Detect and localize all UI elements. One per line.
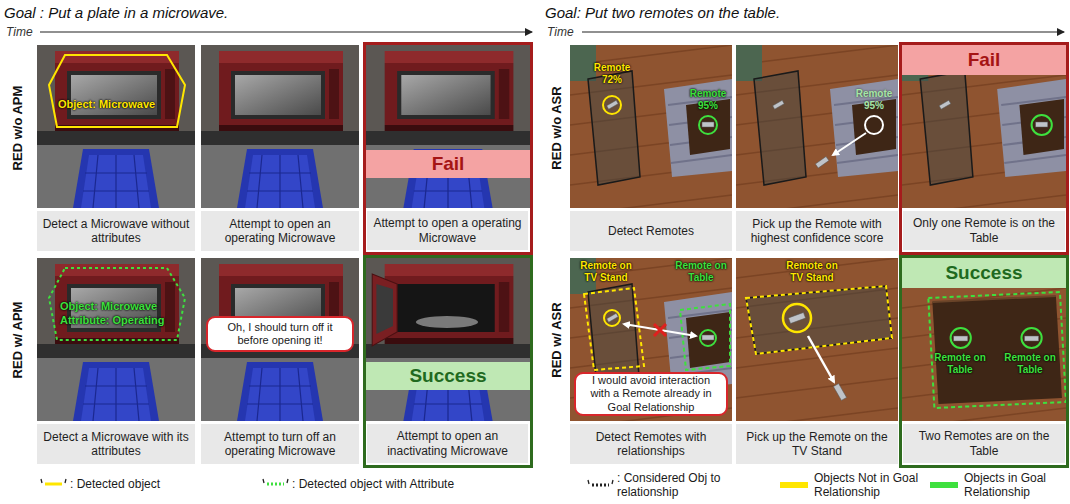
detection-tag: Remote 95% — [686, 88, 730, 111]
object-tag: Object: Microwave — [60, 300, 157, 312]
row-label: RED w/o ASR — [549, 48, 565, 208]
node-text: Fail — [432, 153, 465, 175]
caption-box: Attempt to open an inactivating Microwav… — [367, 424, 528, 463]
node-text: Pick up the Remote on the TV Stand — [740, 430, 894, 459]
speech-bubble: Oh, I should turn off it before opening … — [206, 316, 354, 352]
node-text: Success — [409, 365, 486, 387]
detection-tag: Remote 72% — [590, 62, 634, 85]
caption-box: Detect a Microwave without attributes — [37, 211, 195, 251]
relation-tag: Remote on Table — [1003, 352, 1057, 375]
caption-box: Detect Remotes — [570, 211, 732, 251]
node-text: I would avoid interaction with a Remote … — [582, 374, 720, 414]
caption-box: Attempt to open an operating Microwave — [201, 211, 359, 251]
fail-banner: Fail — [366, 150, 530, 178]
node-text: Only one Remote is on the Table — [907, 216, 1061, 245]
relation-tag: Remote on TV Stand — [574, 260, 638, 283]
node-text: Detect a Microwave without attributes — [41, 217, 191, 246]
goal-title: Goal : Put a plate in a microwave. — [4, 4, 228, 21]
caption-box: Attempt to turn off an operating Microwa… — [201, 424, 359, 464]
object-tag: Object: Microwave — [58, 98, 155, 110]
caption-box: Attempt to open a operating Microwave — [367, 211, 528, 250]
legend-text: Objects Not in Goal Relationship — [814, 471, 926, 499]
legend-swatch — [780, 482, 808, 488]
node-text: Detect Remotes with relationships — [574, 430, 728, 459]
row-label: RED w/ ASR — [549, 260, 565, 420]
node-text: Attempt to open an inactivating Microwav… — [371, 429, 524, 458]
caption-box: Detect a Microwave with its attributes — [37, 424, 195, 464]
row-label: RED w/ APM — [10, 260, 26, 420]
attribute-tag: Attribute: Operating — [60, 314, 165, 326]
row-label: RED w/o APM — [10, 48, 26, 208]
success-banner: Success — [366, 362, 530, 390]
legend-text: : Detected object with Attribute — [292, 477, 522, 491]
node-text: Two Remotes are on the Table — [907, 429, 1061, 458]
legend-swatch — [930, 482, 958, 488]
node-text: Pick up the Remote with highest confiden… — [740, 217, 894, 246]
relation-tag: Remote on Table — [672, 260, 730, 283]
caption-box: Two Remotes are on the Table — [903, 424, 1065, 463]
caption-box: Only one Remote is on the Table — [903, 211, 1065, 250]
node-text: Oh, I should turn off it before opening … — [214, 321, 346, 347]
node-text: Fail — [968, 49, 1001, 71]
node-text: Detect Remotes — [608, 224, 694, 238]
relation-tag: Remote on TV Stand — [780, 260, 844, 283]
node-text: Attempt to open a operating Microwave — [371, 216, 524, 245]
legend-text: : Detected object — [70, 477, 255, 491]
goal-title: Goal: Put two remotes on the table. — [545, 4, 780, 21]
detection-tag: Remote 95% — [852, 88, 896, 111]
node-text: Attempt to open an operating Microwave — [205, 217, 355, 246]
legend-text: : Considered Obj to relationship — [617, 471, 737, 499]
legend-text: Objects in Goal Relationship — [964, 471, 1068, 499]
relation-tag: Remote on Table — [933, 352, 987, 375]
node-text: Detect a Microwave with its attributes — [41, 430, 191, 459]
time-axis-label: Time — [6, 25, 33, 39]
caption-box: Detect Remotes with relationships — [570, 424, 732, 464]
node-text: Attempt to turn off an operating Microwa… — [205, 430, 355, 459]
caption-box: Pick up the Remote with highest confiden… — [736, 211, 898, 251]
success-banner: Success — [902, 258, 1066, 288]
time-axis-label: Time — [547, 25, 574, 39]
speech-bubble: I would avoid interaction with a Remote … — [574, 372, 728, 416]
node-text: Success — [945, 262, 1022, 284]
caption-box: Pick up the Remote on the TV Stand — [736, 424, 898, 464]
fail-banner: Fail — [902, 45, 1066, 75]
